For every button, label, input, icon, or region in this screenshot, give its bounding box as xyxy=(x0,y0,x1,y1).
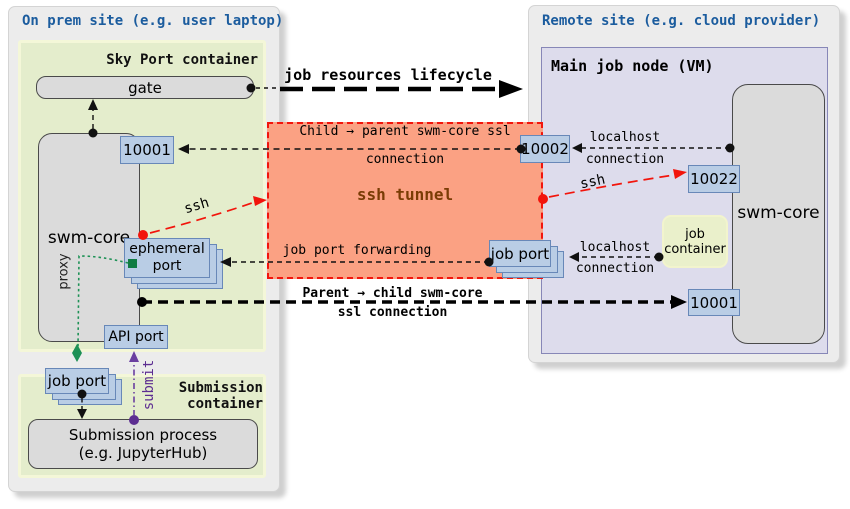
port-10022: 10022 xyxy=(688,165,740,193)
job-port-left-stack: job port xyxy=(45,368,122,405)
on-prem-site-title: On prem site (e.g. user laptop) xyxy=(22,13,284,29)
submission-title-line: Submission xyxy=(178,380,263,396)
job-port-forwarding-label: job port forwarding xyxy=(282,243,432,258)
child-parent-label-line2: connection xyxy=(365,152,445,167)
submission-title-line: container xyxy=(187,396,263,412)
port-10001-right-label: 10001 xyxy=(690,293,738,312)
gate-label: gate xyxy=(128,78,162,97)
proxy-label: proxy xyxy=(56,253,72,290)
api-port-label: API port xyxy=(108,329,164,345)
localhost-bottom-label-line2: connection xyxy=(575,261,655,276)
child-parent-label-line1: Child → parent swm-core ssl xyxy=(299,124,511,139)
port-10001-right: 10001 xyxy=(688,289,740,316)
submission-container-title: Submission container xyxy=(150,380,263,412)
main-job-node-title: Main job node (VM) xyxy=(551,57,714,75)
submission-process-box: Submission process (e.g. JupyterHub) xyxy=(28,419,258,469)
localhost-top-label-line1: localhost xyxy=(589,130,661,145)
localhost-top-label-line2: connection xyxy=(585,152,665,167)
localhost-bottom-label-line1: localhost xyxy=(579,240,651,255)
port-10002-label: 10002 xyxy=(521,140,569,158)
job-container-label: container xyxy=(664,241,726,257)
job-container-box: job container xyxy=(662,215,728,268)
gate-box: gate xyxy=(36,76,254,99)
port-10022-label: 10022 xyxy=(690,170,738,188)
ephemeral-port-label: port xyxy=(152,258,182,274)
port-10002: 10002 xyxy=(520,135,570,163)
ephemeral-port-label: ephemeral xyxy=(129,241,205,257)
job-port-left-label: job port xyxy=(47,372,107,390)
swm-core-right-box: swm-core xyxy=(732,84,825,344)
submission-process-label: (e.g. JupyterHub) xyxy=(78,444,208,462)
sky-port-container-title: Sky Port container xyxy=(106,52,258,68)
submission-process-label: Submission process xyxy=(68,426,218,444)
port-10001-left-label: 10001 xyxy=(123,141,171,159)
submit-label: submit xyxy=(141,359,157,411)
job-port-right-label: job port xyxy=(490,244,550,263)
ssh-tunnel-title: ssh tunnel xyxy=(356,185,454,204)
remote-site-title: Remote site (e.g. cloud provider) xyxy=(542,13,821,29)
api-port-box: API port xyxy=(104,325,168,349)
swm-core-right-label: swm-core xyxy=(737,203,820,223)
job-container-label: job xyxy=(685,226,705,242)
job-port-left-box: job port xyxy=(45,368,109,394)
parent-child-label-line2: ssl connection xyxy=(337,305,448,320)
job-resources-lifecycle-label: job resources lifecycle xyxy=(284,66,492,84)
port-10001-left: 10001 xyxy=(120,136,174,164)
ephemeral-port-stack: ephemeral port xyxy=(124,238,223,289)
swm-core-left-label: swm-core xyxy=(47,228,131,248)
job-port-right-box: job port xyxy=(489,240,551,267)
ephemeral-port-box: ephemeral port xyxy=(124,238,210,278)
parent-child-label-line1: Parent → child swm-core xyxy=(302,286,483,301)
job-port-right-stack: job port xyxy=(489,240,564,278)
